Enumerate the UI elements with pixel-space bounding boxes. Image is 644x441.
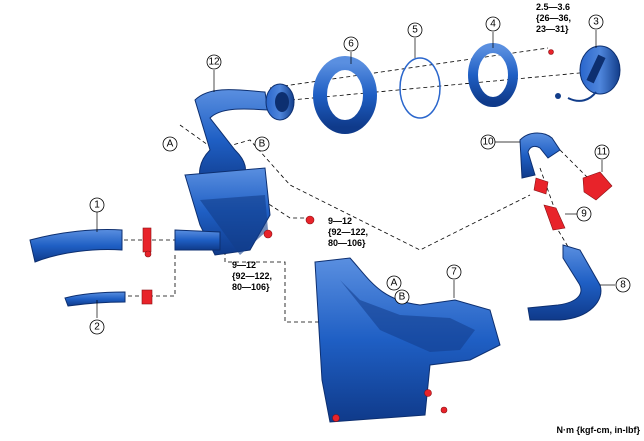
callout-3: 3 — [593, 17, 599, 28]
torque-mid-line-3: 80—106} — [328, 238, 366, 248]
callout-10: 10 — [482, 137, 494, 148]
clamp-2 — [141, 289, 153, 305]
filler-neck-part — [184, 83, 295, 256]
hose-part-1 — [29, 229, 221, 263]
torque-left-line-2: {92—122, — [232, 271, 272, 281]
callout-11: 11 — [597, 147, 608, 158]
fuel-cap-part-3 — [555, 45, 621, 102]
hose-part-2 — [64, 291, 126, 307]
clamp-9 — [543, 204, 566, 231]
callout-1: 1 — [94, 200, 100, 211]
callouts: 1 2 3 4 5 6 7 8 9 10 11 12 A B A B — [89, 14, 631, 335]
callout-b-upper: B — [259, 139, 266, 150]
torque-cap-line-1: 2.5—3.6 — [536, 2, 570, 12]
callout-7: 7 — [451, 267, 457, 278]
clip-upper — [533, 177, 549, 195]
callout-5: 5 — [412, 25, 418, 36]
bolt-left — [263, 229, 273, 239]
clamp-1 — [142, 227, 152, 253]
callout-12: 12 — [208, 57, 220, 68]
torque-cap-line-3: 23—31} — [536, 24, 569, 34]
bolt-mid — [305, 215, 315, 225]
torque-mid-line-1: 9—12 — [328, 216, 352, 226]
hose-part-10 — [519, 132, 561, 179]
hose-part-8 — [527, 244, 602, 321]
torque-specs: 2.5—3.6 {26—36, 23—31} 9—12 {92—122, 80—… — [232, 2, 571, 292]
unit-legend: N·m {kgf-cm, in-lbf} — [556, 425, 640, 435]
callout-2: 2 — [94, 322, 100, 333]
callout-9: 9 — [581, 209, 587, 220]
callout-a-lower: A — [391, 278, 398, 289]
o-ring-part-5 — [399, 57, 441, 119]
callout-8: 8 — [620, 280, 626, 291]
callout-b-lower: B — [399, 292, 406, 303]
torque-cap-line-2: {26—36, — [536, 13, 571, 23]
torque-mid-line-2: {92—122, — [328, 227, 368, 237]
callout-4: 4 — [490, 19, 496, 30]
valve-11 — [582, 171, 613, 201]
torque-left-line-3: 80—106} — [232, 282, 270, 292]
seal-part-6 — [313, 56, 377, 134]
callout-6: 6 — [348, 39, 354, 50]
callout-a-upper: A — [167, 139, 174, 150]
fastener-group — [141, 49, 613, 422]
shield-part-7 — [314, 257, 501, 423]
torque-left-line-1: 9—12 — [232, 260, 256, 270]
screw-cap — [548, 49, 554, 55]
